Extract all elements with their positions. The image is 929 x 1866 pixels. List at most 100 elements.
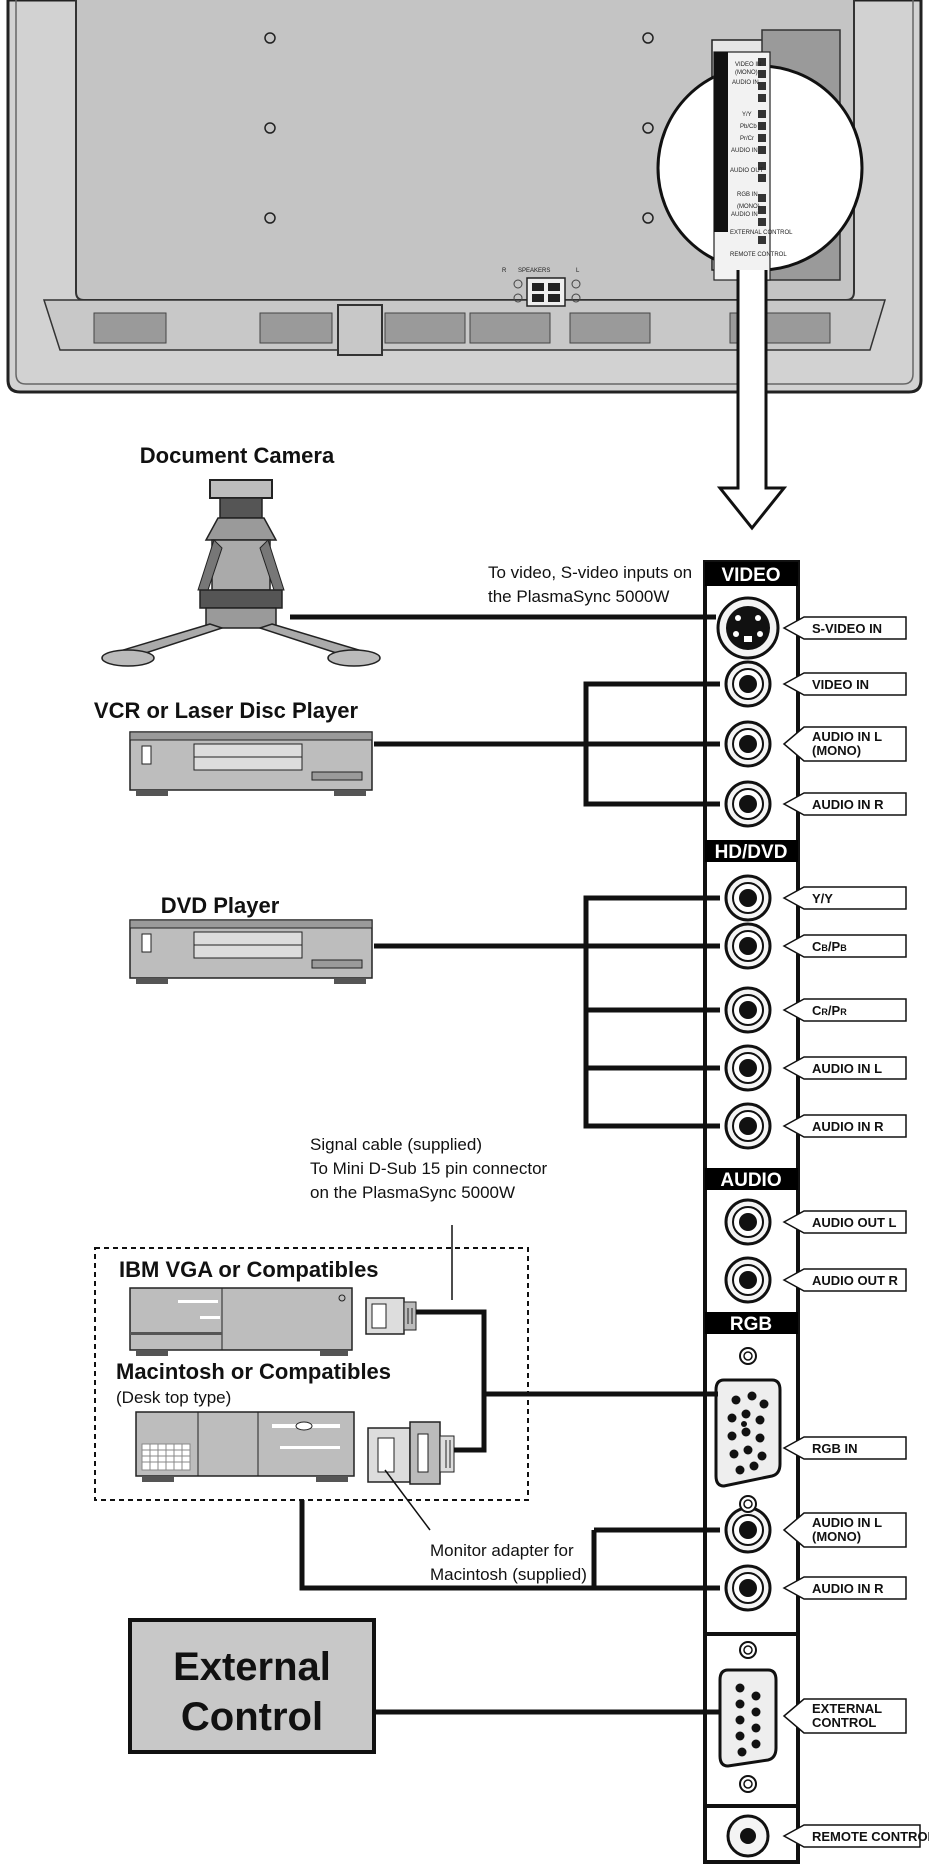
- document-camera: Document Camera: [101, 443, 381, 667]
- zoom-label: AUDIO IN: [731, 148, 758, 154]
- zoom-label: VIDEO IN: [735, 62, 761, 68]
- hd-audio-in-l-jack[interactable]: [724, 1044, 772, 1092]
- stand-bracket: [337, 304, 383, 356]
- zoom-label: Pb/Cb: [740, 124, 757, 130]
- external-control-label: EXTERNAL: [812, 1701, 882, 1716]
- signal-note-3: on the PlasmaSync 5000W: [310, 1183, 515, 1202]
- mac-pc: [135, 1411, 355, 1482]
- zoom-label: AUDIO OUT: [730, 168, 764, 174]
- vent-grille: [93, 312, 167, 344]
- mac-sub-label: (Desk top type): [116, 1388, 231, 1407]
- mounting-hole: [642, 212, 654, 224]
- audio-in-r-jack-callout: AUDIO IN R: [782, 792, 907, 816]
- section-header-audio: [705, 1168, 798, 1190]
- rgb-in-label: RGB IN: [812, 1441, 858, 1456]
- speaker-r-label: R: [502, 268, 507, 274]
- signal-note-1: Signal cable (supplied): [310, 1135, 482, 1154]
- vent-grille: [259, 312, 333, 344]
- s-video-in-callout: S-VIDEO IN: [782, 616, 907, 640]
- vga-plug: [365, 1297, 417, 1335]
- audio-in-r-jack-label: AUDIO IN R: [812, 797, 884, 812]
- audio-out-r-jack-callout: AUDIO OUT R: [782, 1268, 907, 1292]
- video-in-jack-callout: VIDEO IN: [782, 672, 907, 696]
- remote-control-jack[interactable]: [726, 1814, 770, 1858]
- audio-in-l-jack-label: (MONO): [812, 743, 861, 758]
- vent-grille: [469, 312, 551, 344]
- section-rgb-label: RGB: [730, 1314, 772, 1335]
- mounting-hole: [642, 32, 654, 44]
- zoom-label: (MONO): [735, 70, 758, 76]
- zoom-label: RGB IN: [737, 192, 758, 198]
- rgb-audio-in-l-jack[interactable]: [724, 1506, 772, 1554]
- adapter-pointer: [384, 1469, 431, 1531]
- cr-pr-jack-callout: CR/PR: [782, 998, 907, 1022]
- vent-grille: [569, 312, 651, 344]
- remote-control-label: REMOTE CONTROL: [812, 1829, 929, 1844]
- rgb-in-callout: RGB IN: [782, 1436, 907, 1460]
- hd-audio-in-l-jack-label: AUDIO IN L: [812, 1061, 882, 1076]
- vent-grille: [384, 312, 466, 344]
- zoom-label: (MONO): [737, 204, 760, 210]
- y-jack[interactable]: [724, 874, 772, 922]
- hd-audio-in-l-jack-callout: AUDIO IN L: [782, 1056, 907, 1080]
- audio-in-l-jack[interactable]: [724, 720, 772, 768]
- cb-pb-jack[interactable]: [724, 922, 772, 970]
- video-in-jack[interactable]: [724, 660, 772, 708]
- cr-pr-jack-label: CR/PR: [812, 1003, 847, 1018]
- video-in-jack-label: VIDEO IN: [812, 677, 869, 692]
- signal-note-2: To Mini D-Sub 15 pin connector: [310, 1159, 548, 1178]
- speaker-l-label: L: [576, 268, 580, 274]
- rgb-audio-in-l-jack-callout: AUDIO IN L(MONO): [782, 1512, 907, 1548]
- rgb-cable-ibm: [416, 1309, 487, 1453]
- mounting-hole: [642, 122, 654, 134]
- zoom-arrow: [716, 270, 788, 531]
- external-control-connector[interactable]: [718, 1641, 778, 1793]
- adapter-note-1: Monitor adapter for: [430, 1541, 574, 1560]
- rgb-audio-in-l-jack-label: (MONO): [812, 1529, 861, 1544]
- zoom-callout: VIDEO IN (MONO) AUDIO IN Y/Y Pb/Cb Pr/Cr…: [656, 51, 864, 281]
- vcr-video-audio-r-cable: [583, 681, 720, 807]
- rgb-audio-in-r-jack-callout: AUDIO IN R: [782, 1576, 907, 1600]
- section-header-video: [705, 562, 798, 586]
- ibm-pc: [129, 1287, 353, 1356]
- mounting-hole: [264, 122, 276, 134]
- mounting-hole: [264, 212, 276, 224]
- zoom-label: REMOTE CONTROL: [730, 252, 787, 258]
- cr-pr-jack[interactable]: [724, 986, 772, 1034]
- hd-audio-in-r-jack-callout: AUDIO IN R: [782, 1114, 907, 1138]
- audio-in-r-jack[interactable]: [724, 780, 772, 828]
- rgb-audio-in-l-jack-label: AUDIO IN L: [812, 1515, 882, 1530]
- audio-out-r-jack-label: AUDIO OUT R: [812, 1273, 899, 1288]
- rgb-in-connector[interactable]: [714, 1347, 782, 1513]
- cables: [290, 614, 720, 1715]
- external-control-line1: External: [173, 1645, 331, 1689]
- zoom-label: AUDIO IN: [732, 80, 759, 86]
- audio-out-l-jack[interactable]: [724, 1198, 772, 1246]
- s-video-port[interactable]: [716, 596, 780, 660]
- speaker-terminals: R SPEAKERS L: [502, 268, 581, 307]
- section-header-rgb: [705, 1312, 798, 1334]
- zoom-label: AUDIO IN: [731, 212, 758, 218]
- rgb-audio-in-r-jack[interactable]: [724, 1564, 772, 1612]
- notes: To video, S-video inputs on the PlasmaSy…: [310, 563, 692, 1584]
- computers-group: IBM VGA or Compatibles Macintosh or Comp…: [94, 1247, 529, 1501]
- section-video-label: VIDEO: [721, 565, 780, 586]
- section-header-hd-dvd: [705, 840, 798, 862]
- audio-in-l-jack-label: AUDIO IN L: [812, 729, 882, 744]
- dvd-player: DVD Player: [129, 893, 373, 984]
- svideo-note-1: To video, S-video inputs on: [488, 563, 692, 582]
- external-control-line2: Control: [181, 1695, 323, 1739]
- zoom-label: Y/Y: [742, 112, 752, 118]
- audio-out-l-jack-label: AUDIO OUT L: [812, 1215, 897, 1230]
- rca-jacks: [724, 660, 772, 1612]
- hd-audio-in-r-jack[interactable]: [724, 1102, 772, 1150]
- mounting-hole: [264, 32, 276, 44]
- external-control-device: External Control: [128, 1618, 376, 1754]
- audio-out-r-jack[interactable]: [724, 1256, 772, 1304]
- section-hd-dvd-label: HD/DVD: [715, 842, 788, 863]
- speakers-label: SPEAKERS: [518, 268, 550, 274]
